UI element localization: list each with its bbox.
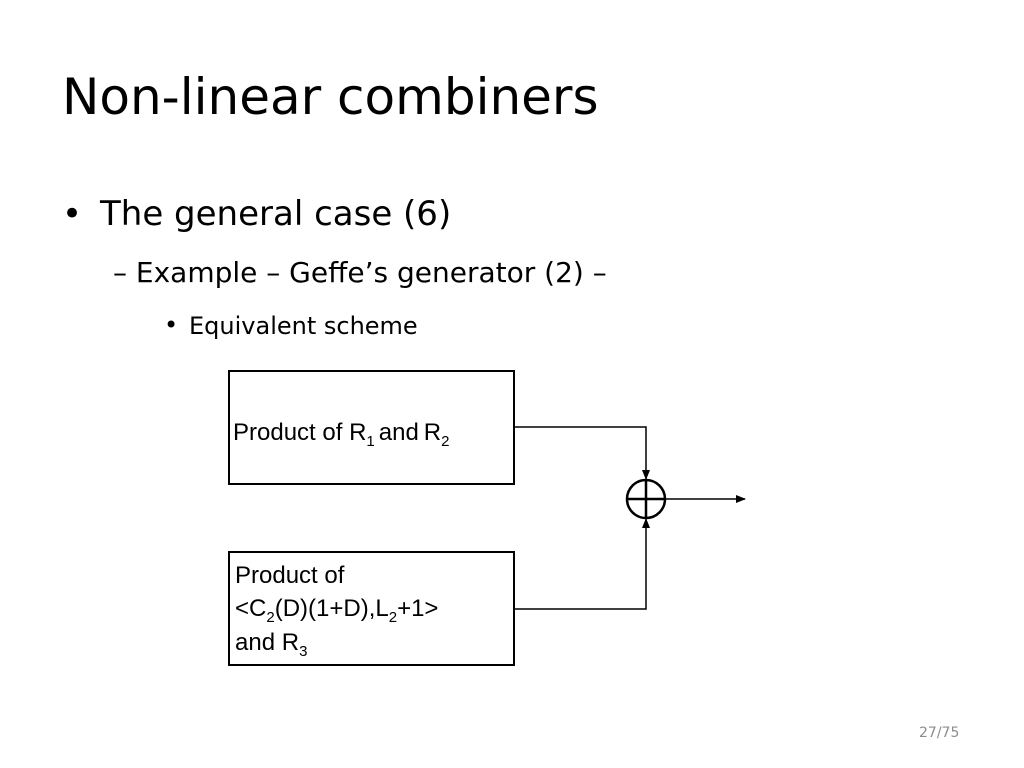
- connector-bottom: [514, 518, 650, 610]
- bullet-marker: •: [164, 311, 179, 339]
- slide-title: Non-linear combiners: [62, 68, 599, 126]
- bullet-level-2: – Example – Geffe’s generator (2) –: [113, 256, 607, 289]
- product-c2-r3-box: [228, 551, 515, 666]
- bullet-text: The general case (6): [100, 194, 452, 234]
- product-c2-r3-label: Product of: [235, 562, 345, 589]
- xor-icon: [625, 478, 667, 520]
- bullet-text: Equivalent scheme: [189, 312, 418, 340]
- product-c2-r3-label-line3: and R3: [235, 629, 307, 660]
- page-number: 27/75: [919, 725, 960, 741]
- product-r1-r2-box: [228, 370, 515, 485]
- connector-top: [514, 426, 650, 480]
- bullet-marker: •: [62, 194, 83, 234]
- product-c2-r3-label-line2: <C2(D)(1+D),L2+1>: [235, 595, 438, 626]
